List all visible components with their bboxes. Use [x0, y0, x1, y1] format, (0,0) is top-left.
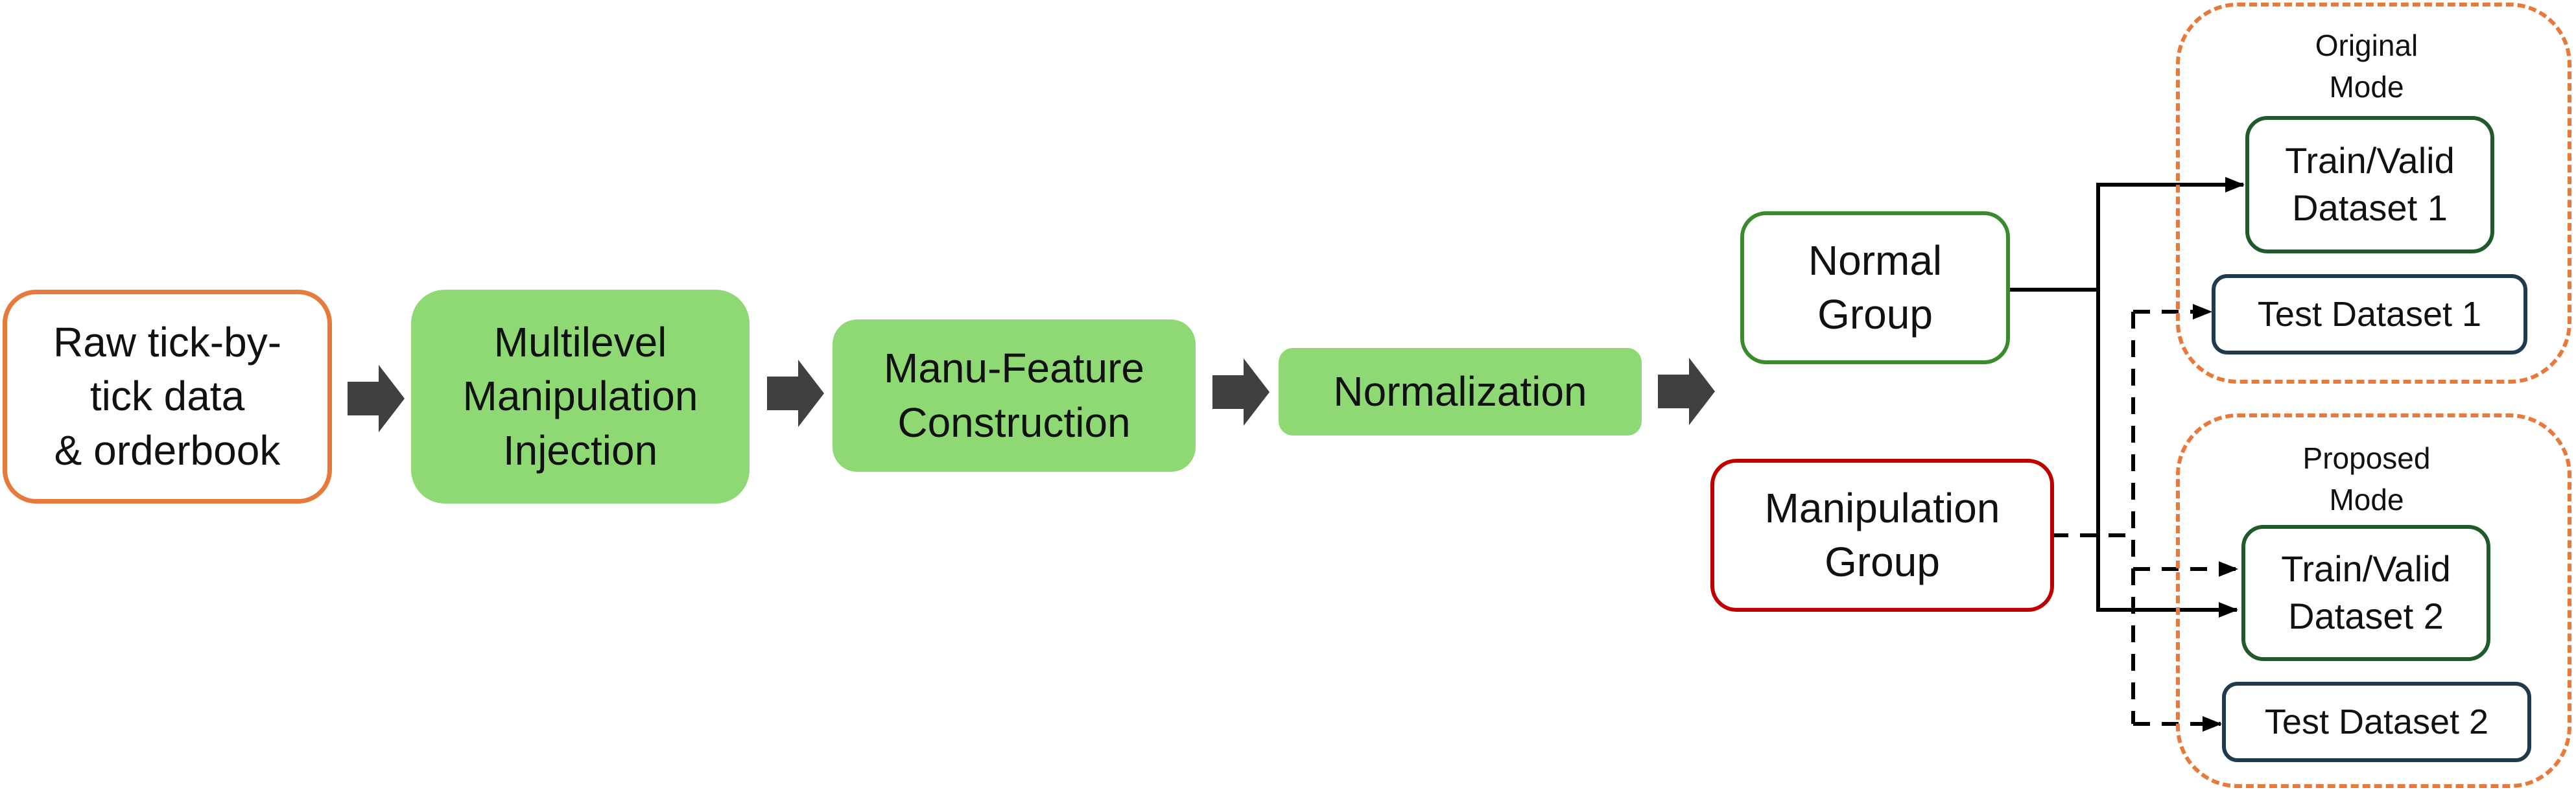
raw-data-line2: tick data	[89, 373, 245, 420]
original-mode-line1: Original	[2315, 29, 2418, 62]
raw-data-line1: Raw tick-by-	[53, 319, 282, 366]
normal-group-line2: Group	[1817, 291, 1933, 338]
proposed-mode-line1: Proposed	[2302, 441, 2431, 475]
block-arrow-2	[767, 360, 824, 427]
normalization-label: Normalization	[1333, 367, 1587, 415]
manipulation-group-line1: Manipulation	[1764, 484, 2000, 531]
raw-data-line3: & orderbook	[54, 426, 281, 474]
manipulation-injection-node: Multilevel Manipulation Injection	[411, 290, 750, 504]
block-arrow-4	[1658, 358, 1715, 425]
test-dataset-2: Test Dataset 2	[2222, 682, 2531, 762]
block-arrow-1	[348, 365, 405, 432]
normal-group-node: Normal Group	[1740, 211, 2010, 364]
injection-line2: Manipulation	[462, 373, 698, 420]
normalization-node: Normalization	[1279, 348, 1642, 436]
original-mode-group	[2176, 3, 2571, 384]
injection-line3: Injection	[502, 426, 658, 474]
edge-normal-to-train2	[2096, 290, 2238, 618]
proposed-mode-line2: Mode	[2329, 483, 2404, 517]
proposed-mode-group	[2176, 413, 2571, 788]
test1-label: Test Dataset 1	[2257, 294, 2482, 334]
feature-line2: Construction	[897, 399, 1131, 446]
original-mode-title: Original Mode	[2282, 25, 2451, 108]
train-valid-dataset-1: Train/Valid Dataset 1	[2245, 116, 2494, 253]
feature-line1: Manu-Feature	[884, 345, 1144, 392]
edge-normal-to-train1	[2010, 177, 2245, 292]
injection-line1: Multilevel	[493, 319, 667, 366]
test-dataset-1: Test Dataset 1	[2212, 274, 2527, 354]
manipulation-group-line2: Group	[1825, 539, 1940, 585]
test2-label: Test Dataset 2	[2264, 702, 2489, 741]
train2-line2: Dataset 2	[2288, 596, 2444, 636]
train-valid-dataset-2: Train/Valid Dataset 2	[2241, 525, 2490, 661]
train1-line1: Train/Valid	[2285, 140, 2455, 181]
raw-data-node: Raw tick-by- tick data & orderbook	[3, 290, 332, 504]
original-mode-line2: Mode	[2329, 70, 2404, 104]
feature-construction-node: Manu-Feature Construction	[833, 319, 1196, 472]
block-arrow-3	[1212, 358, 1270, 426]
train1-line2: Dataset 1	[2292, 187, 2448, 228]
train2-line1: Train/Valid	[2281, 548, 2451, 590]
manipulation-group-node: Manipulation Group	[1710, 459, 2054, 612]
normal-group-line1: Normal	[1808, 237, 1943, 284]
proposed-mode-title: Proposed Mode	[2282, 437, 2451, 521]
